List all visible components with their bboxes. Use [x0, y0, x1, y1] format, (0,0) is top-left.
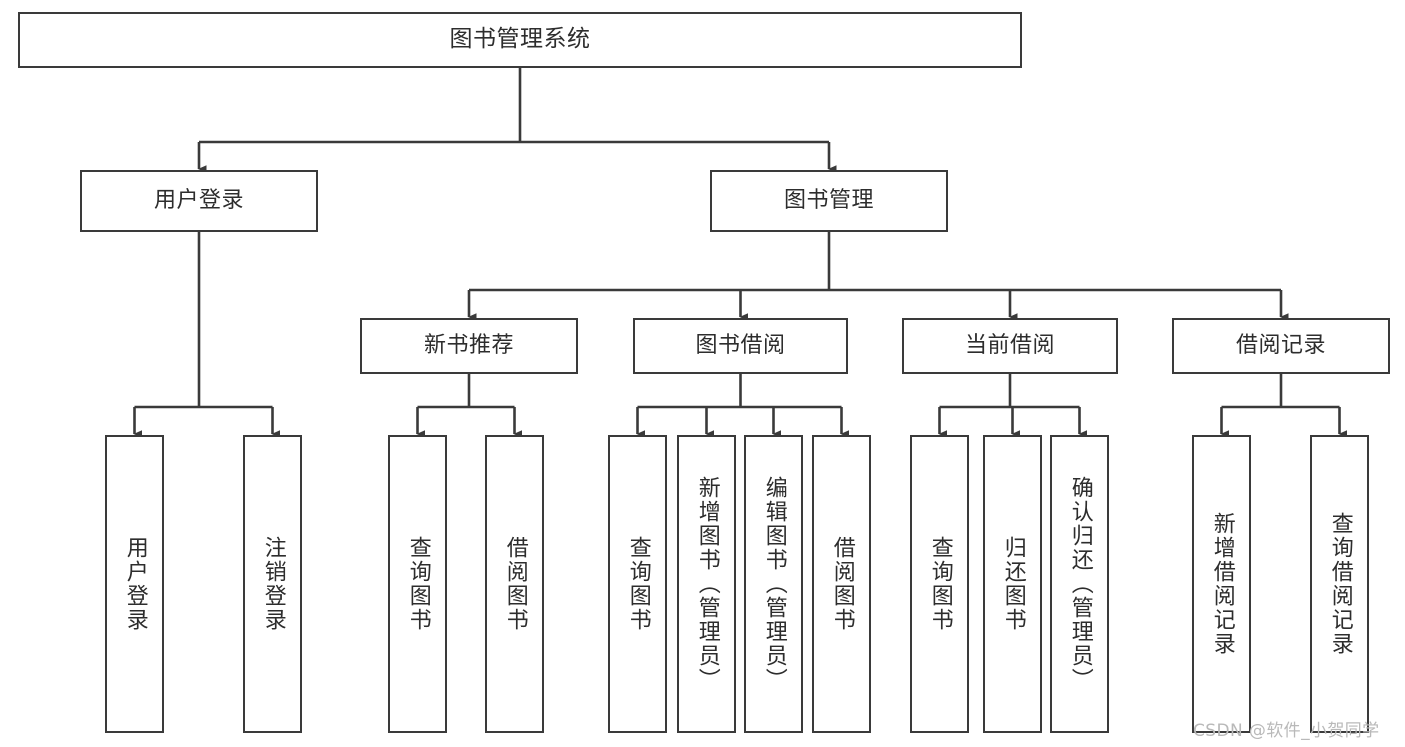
node-label: 用户登录 — [122, 536, 148, 632]
node-label: 借阅图书 — [829, 536, 855, 632]
node-label: 注销登录 — [260, 536, 286, 632]
node-label: 查询图书 — [405, 536, 431, 632]
node-leaf-rc-add: 新增借阅记录 — [1192, 435, 1251, 733]
node-leaf-nb-borrow: 借阅图书 — [485, 435, 544, 733]
node-leaf-rc-query: 查询借阅记录 — [1310, 435, 1369, 733]
node-login: 用户登录 — [80, 170, 318, 232]
node-leaf-bo-query: 查询图书 — [608, 435, 667, 733]
node-label: 借阅图书 — [502, 536, 528, 632]
node-label: 确认归还（管理员） — [1067, 476, 1093, 692]
node-leaf-cu-return: 归还图书 — [983, 435, 1042, 733]
node-label: 新增图书（管理员） — [694, 476, 720, 692]
node-borrow: 图书借阅 — [633, 318, 848, 374]
node-label: 查询图书 — [927, 536, 953, 632]
node-leaf-bo-borrow: 借阅图书 — [812, 435, 871, 733]
node-label: 新增借阅记录 — [1209, 512, 1235, 656]
node-label: 图书借阅 — [695, 332, 786, 358]
node-leaf-cu-confirm: 确认归还（管理员） — [1050, 435, 1109, 733]
node-label: 归还图书 — [1000, 536, 1026, 632]
node-records: 借阅记录 — [1172, 318, 1390, 374]
csdn-watermark: CSDN @软件_小贺同学 — [1193, 721, 1380, 741]
node-bookmgmt: 图书管理 — [710, 170, 948, 232]
node-leaf-user-logout: 注销登录 — [243, 435, 302, 733]
node-label: 查询图书 — [625, 536, 651, 632]
node-label: 当前借阅 — [964, 332, 1055, 358]
node-newbook: 新书推荐 — [360, 318, 578, 374]
node-label: 新书推荐 — [423, 332, 514, 358]
node-leaf-user-login: 用户登录 — [105, 435, 164, 733]
node-label: 查询借阅记录 — [1327, 512, 1353, 656]
node-leaf-bo-add: 新增图书（管理员） — [677, 435, 736, 733]
node-label: 用户登录 — [153, 187, 244, 213]
node-leaf-cu-query: 查询图书 — [910, 435, 969, 733]
node-label: 图书管理系统 — [449, 26, 591, 53]
node-current: 当前借阅 — [902, 318, 1118, 374]
node-label: 借阅记录 — [1235, 332, 1326, 358]
node-leaf-bo-edit: 编辑图书（管理员） — [744, 435, 803, 733]
node-label: 图书管理 — [783, 187, 874, 213]
node-label: 编辑图书（管理员） — [761, 476, 787, 692]
node-leaf-nb-query: 查询图书 — [388, 435, 447, 733]
node-root: 图书管理系统 — [18, 12, 1022, 68]
